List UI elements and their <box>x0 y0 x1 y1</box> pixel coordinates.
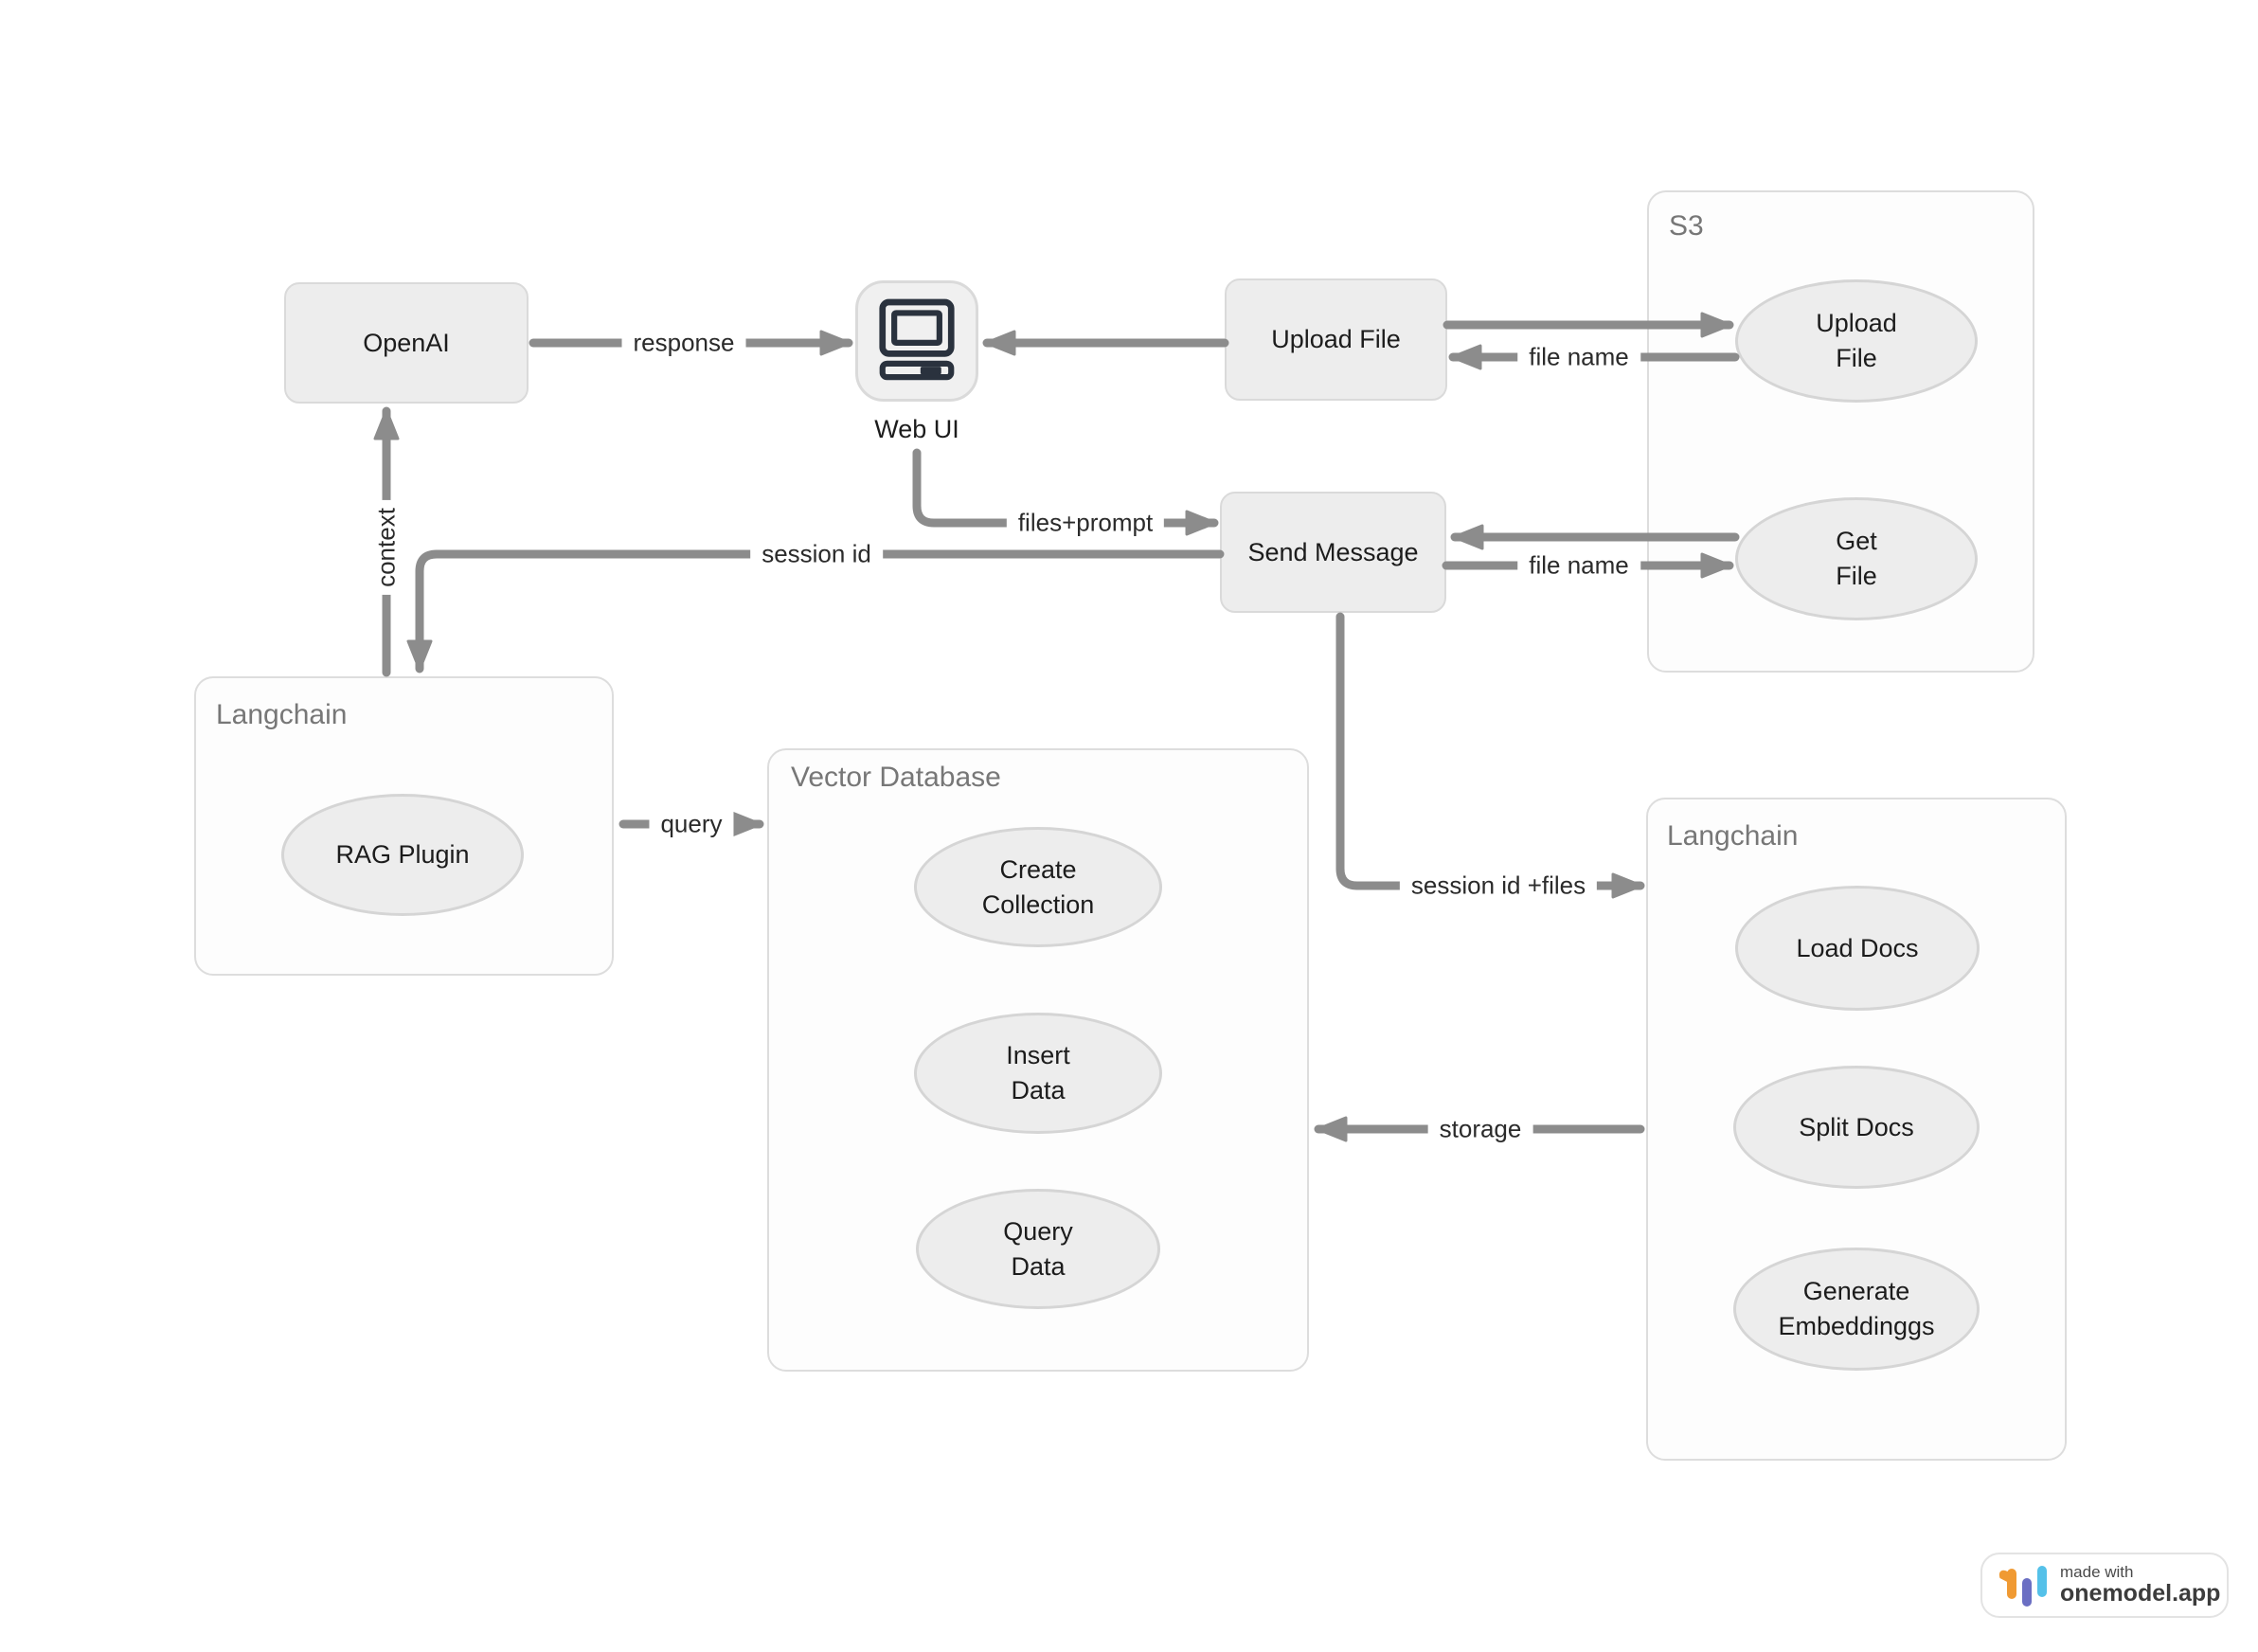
ellipse-s3-upload-file: Upload File <box>1735 279 1978 403</box>
container-s3-title: S3 <box>1669 210 1704 242</box>
node-openai: OpenAI <box>284 282 529 404</box>
ellipse-label: Generate Embeddinggs <box>1778 1277 1935 1340</box>
ellipse-label: Split Docs <box>1799 1112 1914 1141</box>
node-web-ui <box>855 280 978 402</box>
container-langchain-left-title: Langchain <box>216 699 348 730</box>
edge-label-context: context <box>368 500 404 595</box>
onemodel-badge[interactable]: made with onemodel.app <box>1980 1553 2229 1618</box>
edge-label-session-id: session id <box>750 536 883 572</box>
edge-label-files-prompt: files+prompt <box>1006 505 1165 541</box>
edge-label-response: response <box>621 325 746 361</box>
ellipse-load-docs: Load Docs <box>1735 886 1980 1011</box>
ellipse-split-docs: Split Docs <box>1733 1066 1980 1189</box>
web-ui-label: Web UI <box>874 415 959 443</box>
badge-made-with: made with <box>2060 1563 2134 1582</box>
ellipse-rag-plugin: RAG Plugin <box>281 794 524 916</box>
ellipse-query-data: Query Data <box>916 1189 1160 1309</box>
edge-webui-to-sendmessage-filesprompt <box>912 448 1219 536</box>
badge-brand: onemodel.app <box>2060 1580 2221 1607</box>
container-vector-database-title: Vector Database <box>791 762 1001 793</box>
ellipse-label: RAG Plugin <box>335 840 470 869</box>
ellipse-label: Upload File <box>1816 309 1897 372</box>
container-langchain-right-title: Langchain <box>1667 820 1799 852</box>
edge-sendmessage-to-langchainright-sessionidfiles <box>1335 612 1645 899</box>
ellipse-generate-embeddings: Generate Embeddinggs <box>1733 1248 1980 1371</box>
onemodel-logo-icon <box>1998 1565 2047 1607</box>
ellipse-insert-data: Insert Data <box>914 1013 1162 1134</box>
node-send-message: Send Message <box>1220 492 1446 613</box>
computer-icon <box>879 298 955 381</box>
ellipse-create-collection: Create Collection <box>914 827 1162 947</box>
edge-label-file-name-get: file name <box>1517 548 1640 584</box>
edge-label-storage: storage <box>1427 1111 1533 1147</box>
edge-sendmessage-to-langchain-sessionid <box>406 549 1225 673</box>
edge-label-file-name-upload: file name <box>1517 339 1640 375</box>
ellipse-s3-get-file: Get File <box>1735 497 1978 620</box>
ellipse-label: Insert Data <box>1006 1041 1070 1104</box>
ellipse-label: Create Collection <box>981 854 1095 919</box>
edge-label-query: query <box>649 806 734 842</box>
edge-label-session-id-files: session id +files <box>1399 868 1598 904</box>
ellipse-label: Query Data <box>1003 1216 1073 1281</box>
ellipse-label: Load Docs <box>1796 933 1919 962</box>
ellipse-label: Get File <box>1836 527 1877 590</box>
